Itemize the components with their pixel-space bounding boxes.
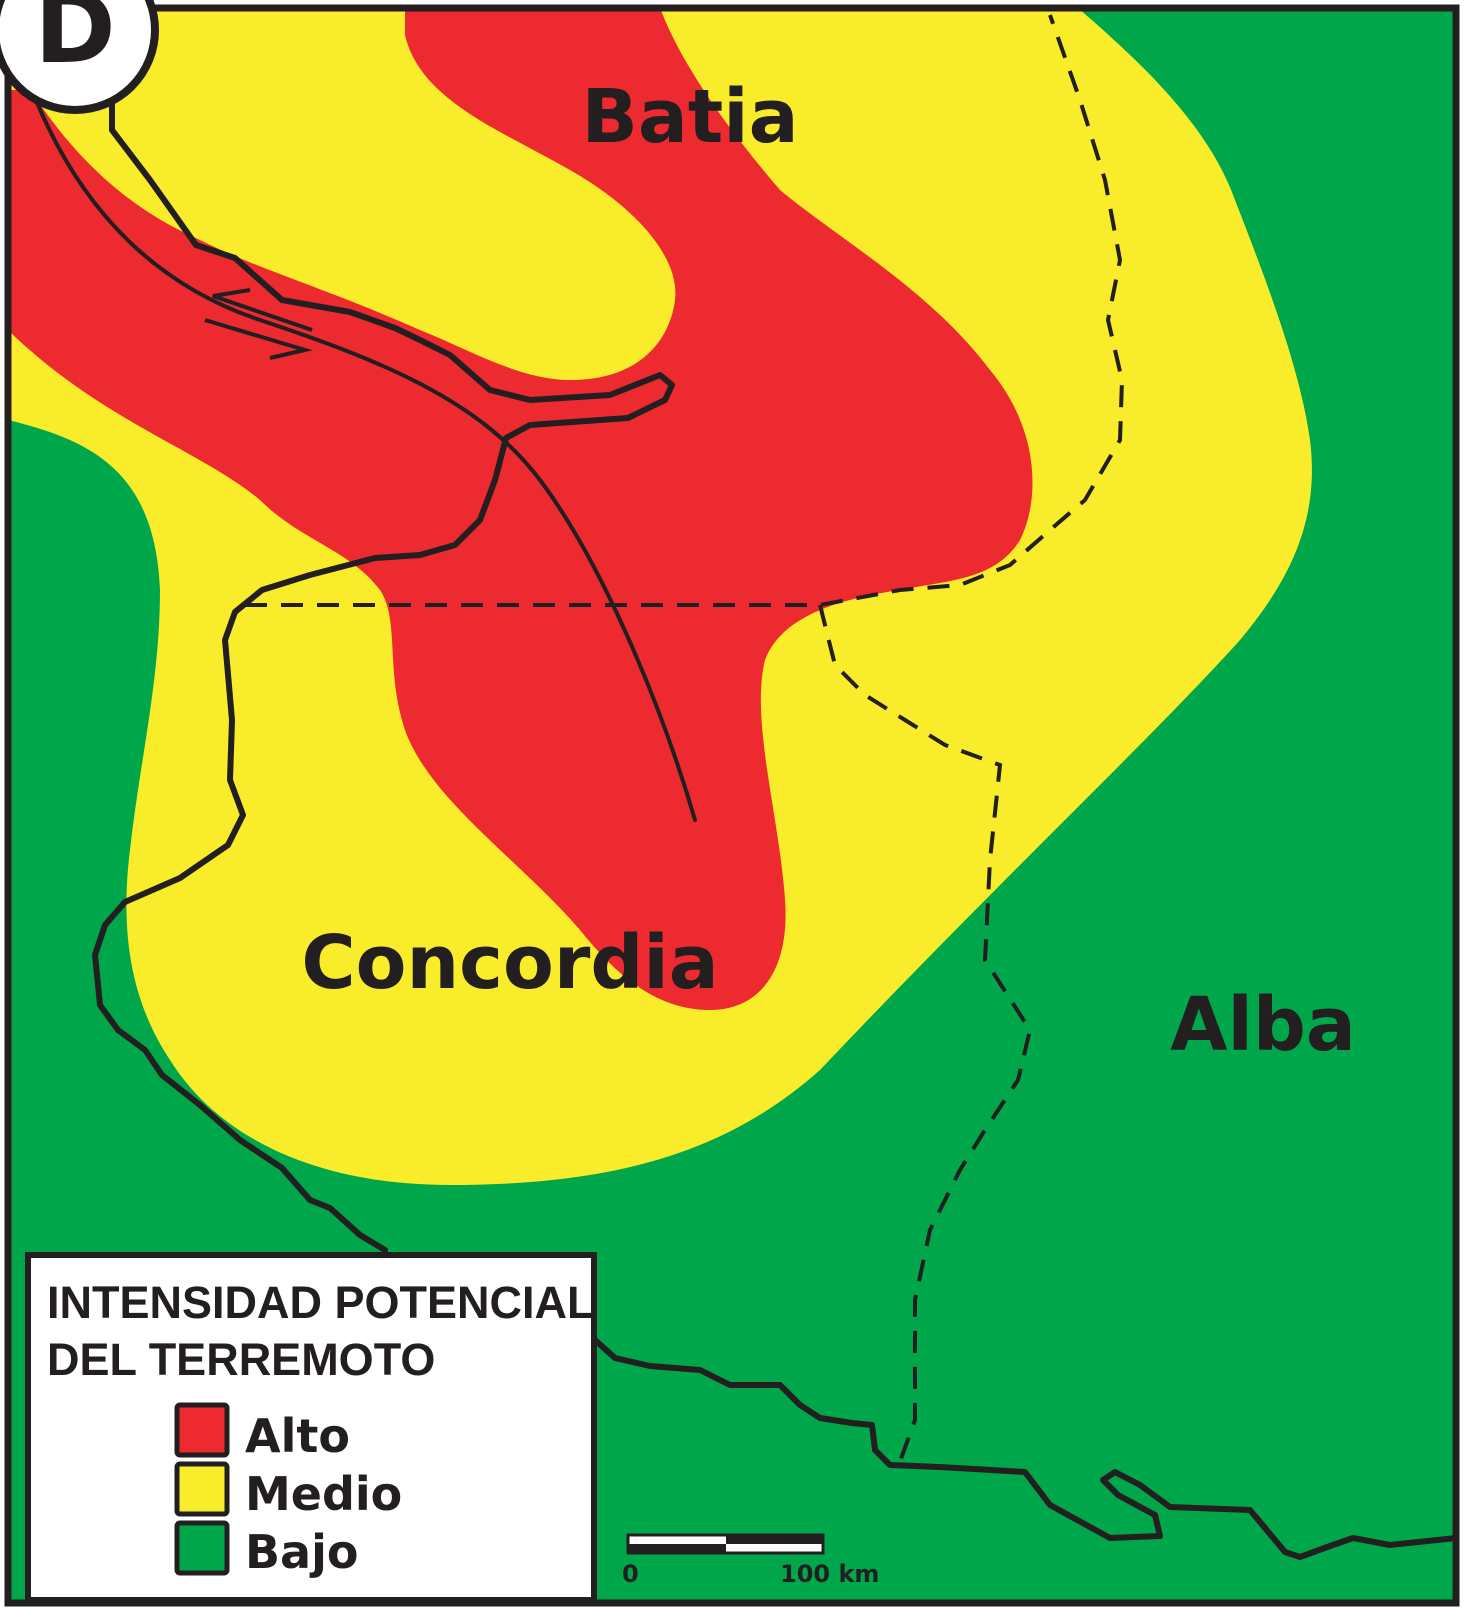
high-intensity-zone — [8, 8, 1033, 1010]
legend-swatch-medio — [174, 1461, 230, 1517]
legend: INTENSIDAD POTENCIAL DEL TERREMOTO Alto … — [25, 1252, 597, 1603]
region-label-concordia: Concordia — [301, 920, 718, 1006]
legend-title-line1: INTENSIDAD POTENCIAL — [47, 1277, 595, 1328]
legend-box — [25, 1252, 597, 1603]
region-label-alba: Alba — [1170, 982, 1356, 1068]
panel-letter: D — [34, 0, 115, 86]
coastline — [92, 77, 675, 1253]
dashed-border-west — [245, 14, 1125, 607]
legend-label-alto: Alto — [245, 1409, 350, 1463]
fault-arrow-lower — [204, 318, 313, 360]
legend-swatch-alto — [174, 1402, 230, 1458]
dashed-border-east — [818, 604, 1033, 1468]
legend-swatch-bajo — [174, 1520, 230, 1576]
legend-label-medio: Medio — [245, 1467, 402, 1521]
coastline-south — [592, 1337, 1459, 1560]
legend-label-bajo: Bajo — [245, 1525, 358, 1579]
panel-badge — [0, 0, 159, 114]
map-frame — [4, 4, 1460, 1607]
fault-arrow-upper — [212, 288, 313, 332]
scale-label-end: 100 km — [780, 1560, 879, 1588]
scale-bar-black-left — [628, 1544, 726, 1553]
scale-bar-black-right — [726, 1535, 823, 1544]
region-label-batia: Batia — [581, 74, 798, 160]
scale-bar: 0 100 km — [622, 1533, 879, 1588]
scale-label-start: 0 — [622, 1560, 639, 1588]
legend-title-line2: DEL TERREMOTO — [47, 1334, 435, 1385]
fault-line — [28, 83, 697, 822]
